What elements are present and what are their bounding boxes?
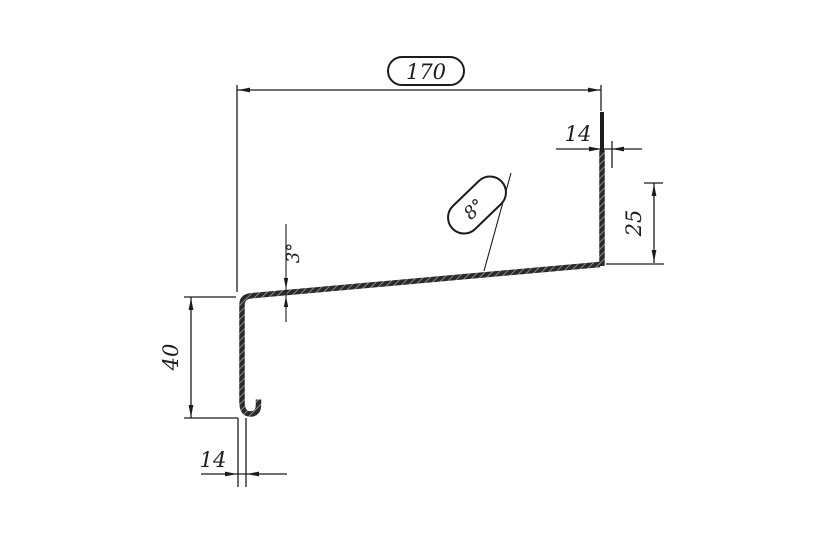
dim-drip-edge-value: 14 <box>200 448 227 472</box>
dim-top-fold: 14 <box>556 122 642 168</box>
arrowhead-up <box>283 296 289 307</box>
note-surface-angle: 3° <box>283 224 304 322</box>
profile-section <box>239 112 605 417</box>
dim-top-fold-value: 14 <box>565 122 592 146</box>
arrowhead-left <box>612 146 624 152</box>
slope-callout: 8° <box>447 172 512 272</box>
stadium-frame <box>387 56 465 86</box>
arrowhead-down <box>651 250 657 262</box>
arrowhead-right <box>225 471 237 477</box>
dim-front-height-value: 40 <box>159 344 183 372</box>
profile-surface-and-leg <box>239 261 601 417</box>
dim-front-height: 40 <box>159 296 238 419</box>
arrowhead-down <box>188 405 194 417</box>
dim-surface-angle-value: 3° <box>283 243 304 263</box>
dim-upstand-height-value: 25 <box>622 210 646 238</box>
arrowhead-left <box>247 471 259 477</box>
arrowhead-left <box>238 87 250 93</box>
arrowhead-up <box>651 184 657 196</box>
dim-overall-width: 170 <box>236 56 602 292</box>
arrowhead-right <box>589 146 601 152</box>
arrowhead-right <box>588 87 600 93</box>
stadium-frame-tilted <box>447 175 507 235</box>
dim-upstand-height: 25 <box>606 182 664 265</box>
arrowhead-down <box>283 278 289 289</box>
dim-drip-edge: 14 <box>200 418 287 487</box>
arrowhead-up <box>188 298 194 310</box>
dim-overall-width-value: 170 <box>406 60 446 84</box>
